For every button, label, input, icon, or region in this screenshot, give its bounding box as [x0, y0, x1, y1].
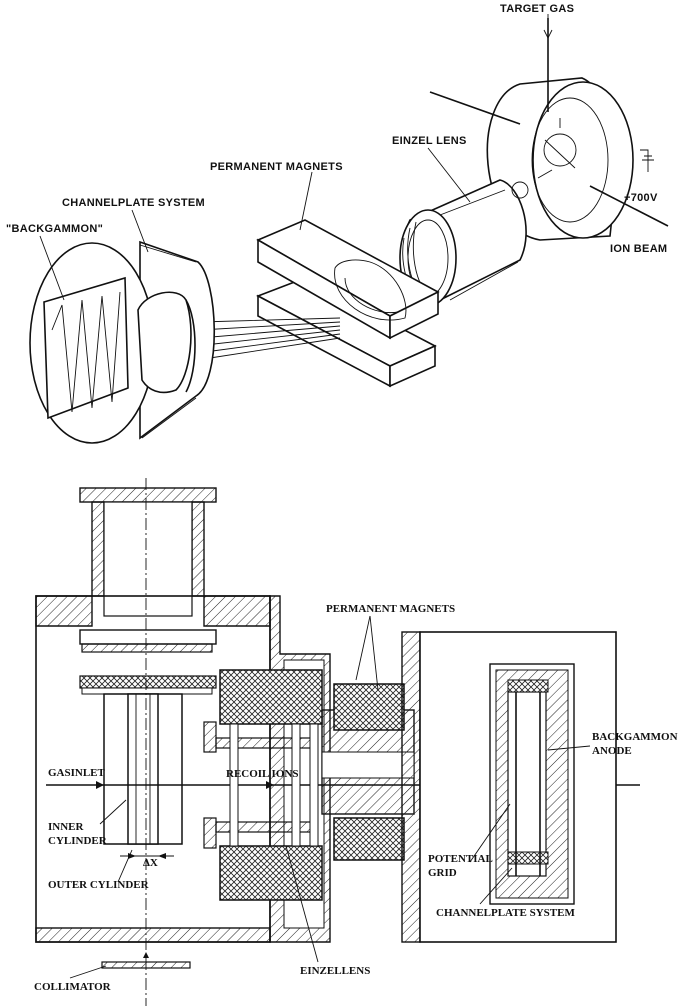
einzel-lens-component	[399, 179, 529, 307]
label-backgammon: "BACKGAMMON"	[6, 223, 103, 235]
label-backgammon-line1: BACKGAMMON	[592, 731, 678, 743]
einzel-lens-section	[203, 669, 323, 901]
label-gasinlet: GASINLET	[48, 767, 106, 779]
label-ion-beam: ION BEAM	[610, 243, 667, 255]
label-target-gas: TARGET GAS	[500, 3, 574, 15]
label-outer-cylinder: OUTER CYLINDER	[48, 879, 150, 891]
exploded-view-diagram	[29, 14, 669, 444]
label-delta-x: ΔX	[143, 857, 158, 869]
cross-section-diagram	[35, 478, 640, 1006]
label-voltage: +700V	[624, 192, 658, 204]
label-grid-line2: GRID	[428, 867, 457, 879]
bottom-label-pointers	[69, 615, 591, 979]
label-collimator: COLLIMATOR	[34, 981, 112, 993]
collimator	[101, 952, 191, 969]
channelplate-detector	[29, 240, 216, 444]
label-channelplate-system-top: CHANNELPLATE SYSTEM	[62, 197, 205, 209]
target-plates	[79, 629, 217, 695]
label-recoil-ions: RECOIL IONS	[226, 768, 298, 780]
top-label-pointers	[39, 14, 553, 301]
label-channelplate-system-section: CHANNELPLATE SYSTEM	[436, 907, 575, 919]
gas-cylinders	[103, 693, 183, 845]
label-anode-line2: ANODE	[592, 745, 632, 757]
ion-trajectories	[199, 317, 341, 359]
label-inner-line1: INNER	[48, 821, 85, 833]
label-permanent-magnets-section: PERMANENT MAGNETS	[326, 603, 455, 615]
permanent-magnets-top	[256, 219, 440, 388]
inlet-tube	[79, 487, 217, 617]
label-potential-line1: POTENTIAL	[428, 853, 493, 865]
label-permanent-magnets-top: PERMANENT MAGNETS	[210, 161, 343, 173]
detector-chamber	[401, 631, 617, 943]
label-cylinder-line2: CYLINDER	[48, 835, 108, 847]
label-einzellens: EINZELLENS	[300, 965, 370, 977]
label-einzel-lens: EINZEL LENS	[392, 135, 467, 147]
